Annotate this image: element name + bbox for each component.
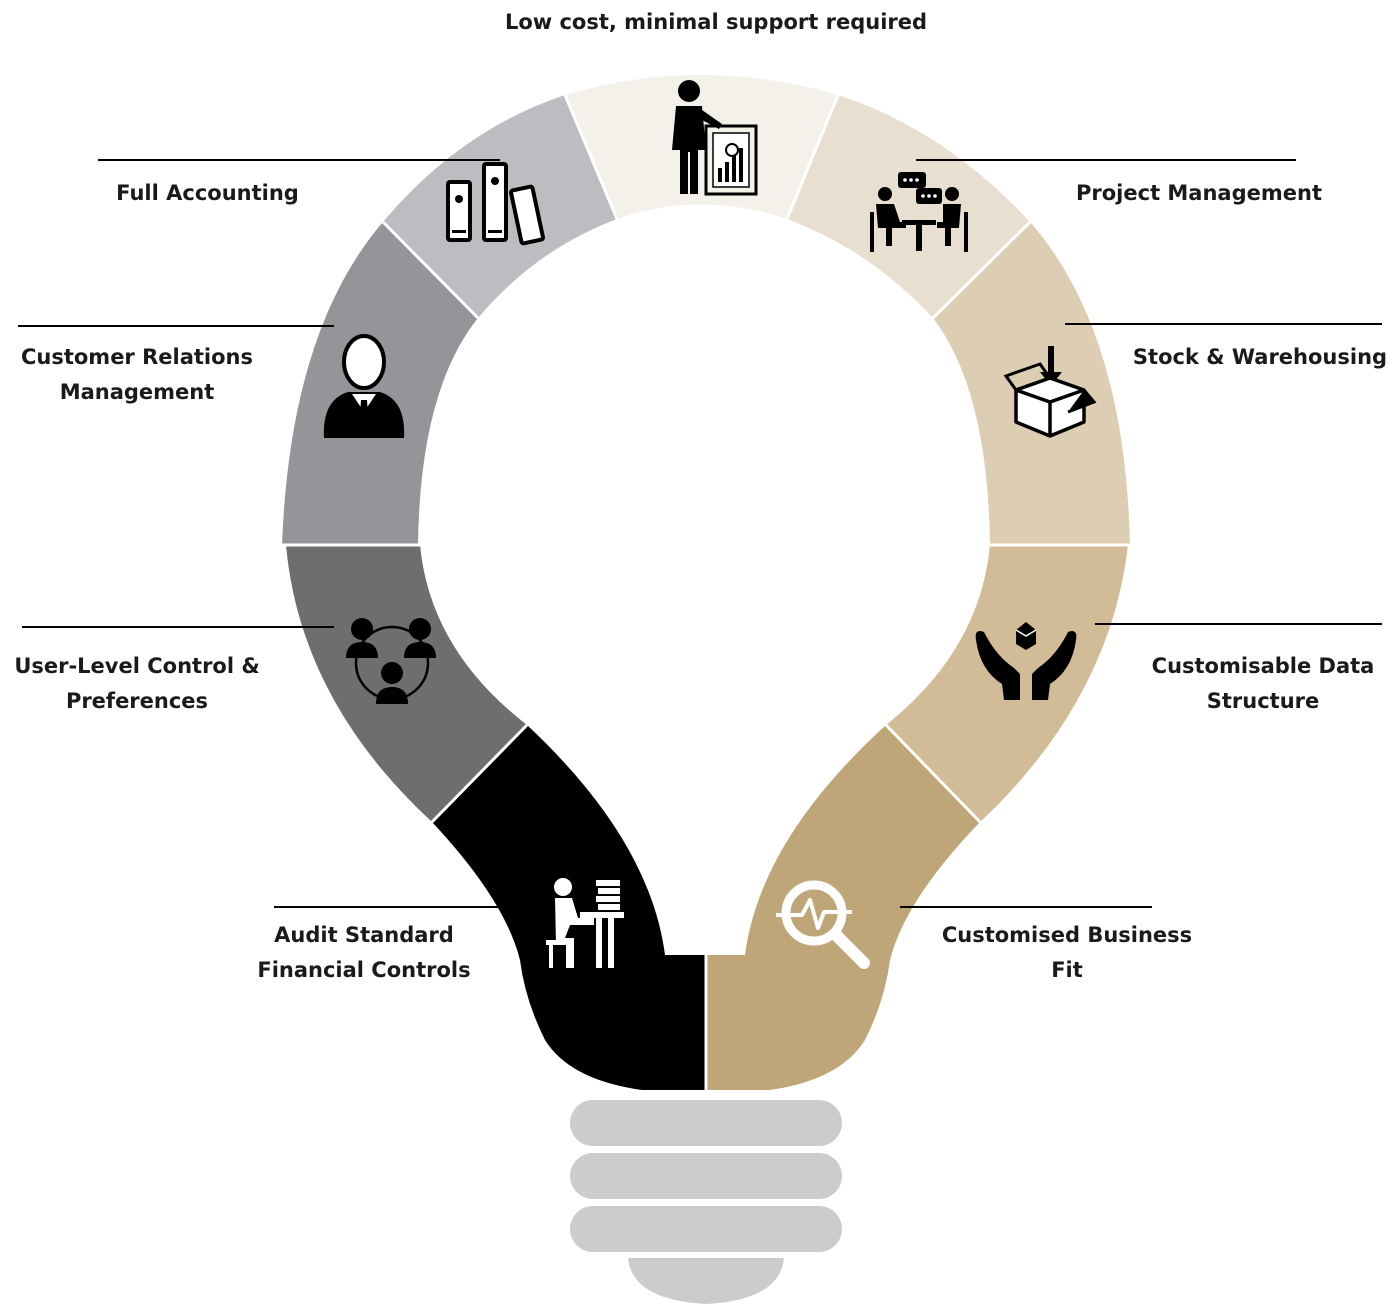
label-audit: Audit Standard Financial Controls <box>257 923 471 982</box>
label-user-level: User-Level Control & Preferences <box>14 654 260 713</box>
bulb-base <box>570 1100 842 1304</box>
label-stock: Stock & Warehousing <box>1132 345 1388 369</box>
label-project: Project Management <box>1076 181 1322 205</box>
label-full-accounting: Full Accounting <box>116 181 299 205</box>
label-data: Customisable Data Structure <box>1151 654 1375 713</box>
leader-lines <box>18 159 1382 908</box>
businessman-icon <box>323 334 405 438</box>
binders-icon <box>446 162 546 246</box>
label-crm: Customer Relations Management <box>20 345 253 404</box>
label-business: Customised Business Fit <box>941 923 1193 982</box>
user-group-icon <box>346 618 436 704</box>
segment-crm <box>282 222 478 545</box>
magnifier-pulse-icon <box>776 880 870 969</box>
hands-box-icon <box>975 622 1077 700</box>
person-at-desk-icon <box>546 878 624 968</box>
box-icon <box>1003 346 1097 438</box>
segment-dividers <box>282 94 1130 1092</box>
segment-project <box>787 95 1030 318</box>
segment-user-level <box>286 545 527 822</box>
presenter-chart-icon <box>672 80 758 196</box>
label-top: Low cost, minimal support required <box>504 10 928 34</box>
meeting-icon <box>870 172 968 252</box>
